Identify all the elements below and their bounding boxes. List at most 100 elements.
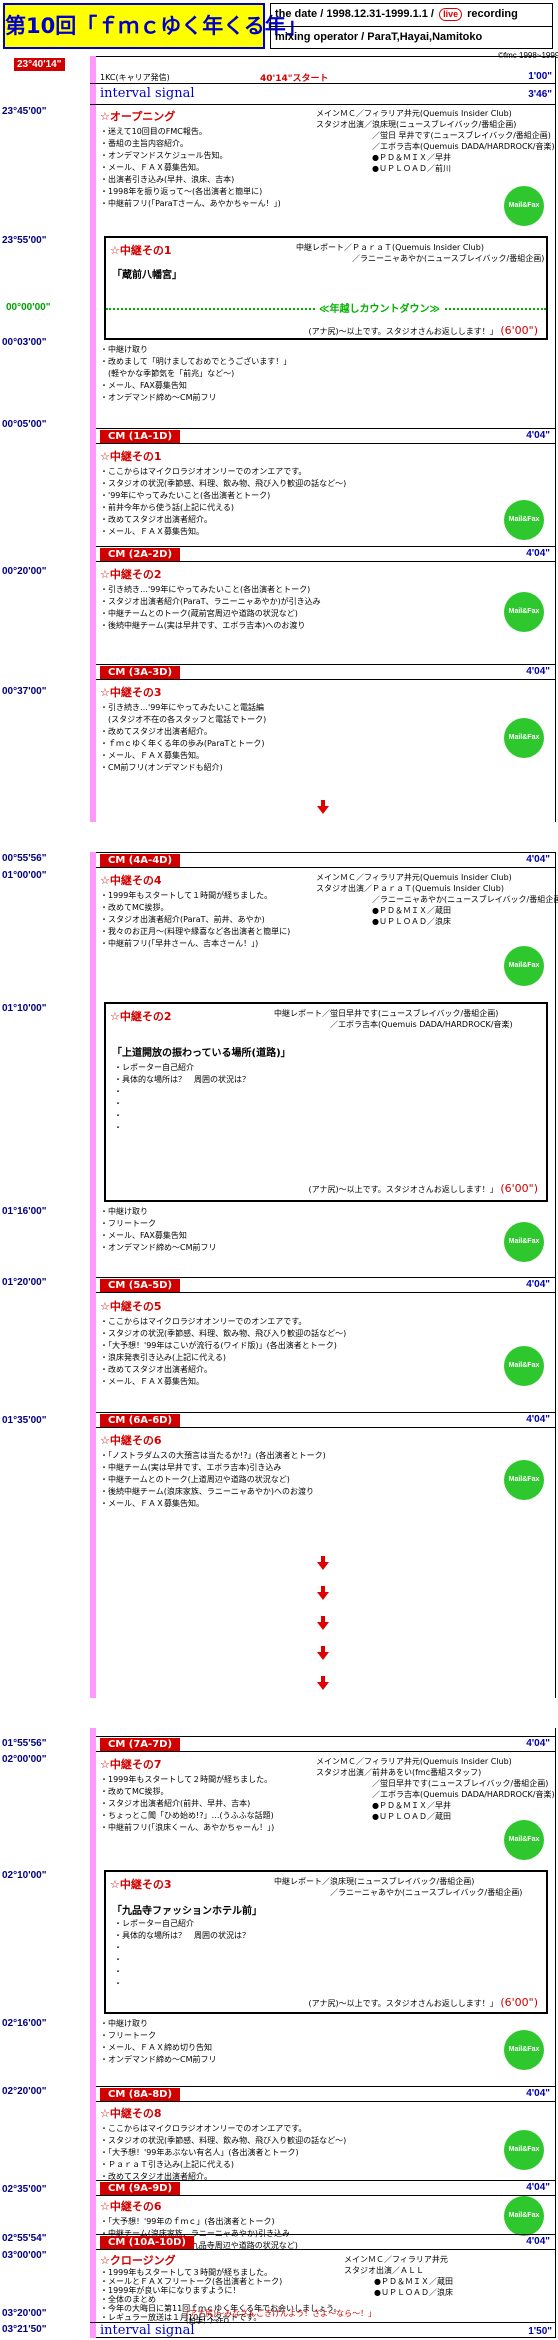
return-cue: (アナ尻)～以上です。スタジオさんお返しします！」 (6'00")	[309, 1996, 539, 2009]
cm-bar: CM (2A-2D)4'04"	[96, 546, 556, 562]
section-gap	[90, 1698, 556, 1728]
cm-duration: 4'04"	[526, 1414, 550, 1425]
list-item: ・ここからはマイクロラジオオンリーでのオンエアです。	[100, 2124, 307, 2133]
cast-line: ●ＵＰＬＯＡＤ／前川	[372, 164, 451, 173]
list-item: ・	[114, 1087, 122, 1096]
relay-segment: ☆中継その2 ・引き続き…'99年にやってみたいこと(各出演者とトーク) ・スタ…	[100, 566, 550, 632]
cast-list: メインＭＣ／フィラリア井元(Quemuis Insider Club) スタジオ…	[316, 872, 558, 927]
return-time: (6'00")	[500, 1182, 538, 1195]
cm-bar: CM (6A-6D)4'04"	[96, 1412, 556, 1428]
relay-place: 「九品寺ファッションホテル前」	[112, 1906, 262, 1917]
time-label: 03°20'00"	[2, 2308, 47, 2319]
list-item: ・スタジオの状況(季節感、料理、飲み物、飛び入り歓迎の話など～)	[100, 479, 347, 488]
mail-fax-badge: Mail&Fax	[504, 718, 544, 758]
segment-title: ☆中継その3	[110, 1878, 172, 1891]
cm-bar: CM (7A-7D)4'04"	[96, 1736, 556, 1752]
time-label: 00°55'56"	[2, 853, 47, 864]
list-item: ・今年の大晦日に第11回ｆｍｃゆく年くる年でお会いしましょう。	[100, 2304, 342, 2313]
relay-box: ☆中継その3 中継レポート／浪床現(ニュースブレイバック/番組企画) ／ラニーニ…	[104, 1870, 548, 2014]
cm-label: CM (10A-10D)	[100, 2236, 194, 2249]
list-item: ・フリートーク	[100, 1219, 156, 1228]
list-item: ・1999年が良い年になりますように！	[100, 2286, 241, 2295]
list-item: ・1999年もスタートして３時間が経ちました。	[100, 2268, 273, 2277]
time-label: 00°03'00"	[2, 337, 47, 348]
mail-fax-badge: Mail&Fax	[504, 186, 544, 226]
relay-segment: ☆中継その6 ・「ノストラダムスの大預言は当たるか!?」(各出演者とトーク) ・…	[100, 1432, 550, 1510]
time-label: 23°45'00"	[2, 106, 47, 117]
cm-bar: CM (4A-4D)4'04"	[96, 852, 556, 868]
cm-duration: 4'04"	[526, 2182, 550, 2193]
relay-segment: ☆中継その6 ・「大予想！'99年のｆｍｃ」(各出演者とトーク) ・中継チーム(…	[100, 2198, 550, 2252]
list-item: ・メール、FAX募集告知	[100, 381, 187, 390]
cast-line: スタジオ出演／ＰａｒａＴ(Quemuis Insider Club)	[316, 884, 504, 893]
relay-segment: ☆中継その5 ・ここからはマイクロラジオオンリーでのオンエアです。 ・スタジオの…	[100, 1298, 550, 1388]
list-item: ・ここからはマイクロラジオオンリーでのオンエアです。	[100, 467, 307, 476]
segment-title: ☆中継その3	[100, 686, 162, 699]
mail-fax-badge: Mail&Fax	[504, 1460, 544, 1500]
relay-items: ・レポーター自己紹介 ・具体的な場所は？ 周囲の状況は？ ・ ・ ・ ・	[114, 1918, 250, 1990]
cast-line: メインＭＣ／フィラリア井元(Quemuis Insider Club)	[316, 873, 512, 882]
relay-segment: ☆中継その4 ・1999年もスタートして１時間が経ちました。 ・改めてMC挨拶。…	[100, 872, 550, 950]
relay-segment: ☆中継その1 ・ここからはマイクロラジオオンリーでのオンエアです。 ・スタジオの…	[100, 448, 550, 538]
segment-title: ☆中継その2	[100, 568, 162, 581]
relay-place: 「蔵前八幡宮」	[112, 270, 182, 281]
list-item: (スタジオ不在の各スタッフと電話でトーク)	[100, 715, 267, 724]
closing-segment: ☆クロージング ・1999年もスタートして３時間が経ちました。 ・メールとＦＡＸ…	[100, 2252, 550, 2322]
time-label: 03°00'00"	[2, 2250, 47, 2261]
list-item: ・スタジオ出演者紹介(前井、早井、吉本)	[100, 1799, 251, 1808]
page-title: 第10回「ｆｍｃゆく年くる年」	[3, 3, 307, 49]
list-item: ・中継チームとのトーク(蔵前宮周辺や道路の状況など)	[100, 609, 298, 618]
segment-title: ☆中継その6	[100, 2200, 162, 2213]
list-item: ・	[114, 1955, 122, 1964]
list-item: ・1998年を振り返って～(各出演者と簡単に)	[100, 187, 263, 196]
cast-line: ●ＰＤ＆ＭＩＸ／早井	[372, 153, 451, 162]
kc-label: 1KC(キャリア発信)	[100, 73, 170, 82]
cast-line: ／蛍日早井です(ニュースブレイバック/番組企画)	[316, 1779, 549, 1788]
list-item: ・改めまして「明けましておめでとうございます！」	[100, 357, 292, 366]
list-item: ・オンデマンドスケジュール告知。	[100, 151, 228, 160]
date-line: the date / 1998.12.31-1999.1.1 / live re…	[275, 8, 518, 21]
list-item: ・メール、ＦＡＸ締め切り告知	[100, 2043, 212, 2052]
list-item: ・1999年もスタートして２時間が経ちました。	[100, 1775, 273, 1784]
mail-fax-badge: Mail&Fax	[504, 2196, 544, 2236]
countdown-label: ≪年越しカウントダウン≫	[316, 300, 443, 315]
list-item: ・改めてスタジオ出演者紹介。	[100, 515, 212, 524]
return-cue: (アナ尻)～以上です。スタジオさんお返しします！」 (6'00")	[309, 1182, 539, 1195]
cast-line: スタジオ出演／ＡＬＬ	[344, 2266, 424, 2275]
header-info: the date / 1998.12.31-1999.1.1 / live re…	[270, 3, 553, 49]
after-relay-segment: ・中継け取り ・フリートーク ・メール、ＦＡＸ締め切り告知 ・オンデマンド締め～…	[100, 2018, 550, 2066]
list-item: ・中継前フリ(「ParaTさーん、あやかちゃーん！」)	[100, 199, 281, 208]
cast-line: スタジオ出演／浪床現(ニュースブレイバック/番組企画)	[316, 120, 517, 129]
cm-duration: 4'04"	[526, 430, 550, 441]
time-label: 01°20'00"	[2, 1277, 47, 1288]
list-item: ・ｆｍｃゆく年くる年の歩み(ParaTとトーク)	[100, 739, 265, 748]
reporter-line: 中継レポート／蛍日早井です(ニュースブレイバック/番組企画)	[274, 1009, 499, 1018]
return-text: (アナ尻)～以上です。スタジオさんお返しします！」	[308, 1185, 498, 1194]
cm-duration: 4'04"	[526, 2236, 550, 2247]
list-item: ・中継チームとのトーク(上道周辺や道路の状況など)	[100, 1475, 290, 1484]
cm-bar: CM (9A-9D) 4'04"	[96, 2180, 556, 2196]
reporter-line: ／エボラ吉本(Quemuis DADA/HARDROCK/音楽)	[274, 1020, 513, 1029]
list-item: ・	[114, 1943, 122, 1952]
cm-label: CM (9A-9D)	[100, 2182, 181, 2195]
mail-fax-badge: Mail&Fax	[504, 2030, 544, 2070]
mail-fax-badge: Mail&Fax	[504, 2130, 544, 2170]
time-label: 23°55'00"	[2, 235, 47, 246]
list-item: ・メール、ＦＡＸ募集告知。	[100, 163, 204, 172]
relay-reporter: 中継レポート／蛍日早井です(ニュースブレイバック/番組企画) ／エボラ吉本(Qu…	[274, 1008, 513, 1030]
relay-items: ・レポーター自己紹介 ・具体的な場所は？ 周囲の状況は？ ・ ・ ・ ・	[114, 1062, 250, 1134]
list-item: ・メール、ＦＡＸ募集告知。	[100, 1377, 204, 1386]
cm-duration: 4'04"	[526, 1279, 550, 1290]
list-item: ・迷えて10回目のFMC報告。	[100, 127, 207, 136]
list-item: ・メールとＦＡＸフリートーク(各出演者とトーク)	[100, 2277, 283, 2286]
segment-title: ☆中継その4	[100, 874, 162, 887]
signal-duration-top: 3'46"	[528, 89, 552, 100]
list-item: ・	[114, 1979, 122, 1988]
down-arrow-icon	[317, 1676, 329, 1690]
list-item: ・'99年にやってみたいこと(各出演者とトーク)	[100, 491, 271, 500]
time-label: 02°35'00"	[2, 2184, 47, 2195]
list-item: ・「大予想！'99年はこいが流行る(ワイド版)」(各出演者とトーク)	[100, 1341, 337, 1350]
cm-bar: CM (5A-5D)4'04"	[96, 1277, 556, 1293]
divider	[90, 104, 556, 105]
cast-line: メインＭＣ／フィラリア井元	[344, 2255, 448, 2264]
